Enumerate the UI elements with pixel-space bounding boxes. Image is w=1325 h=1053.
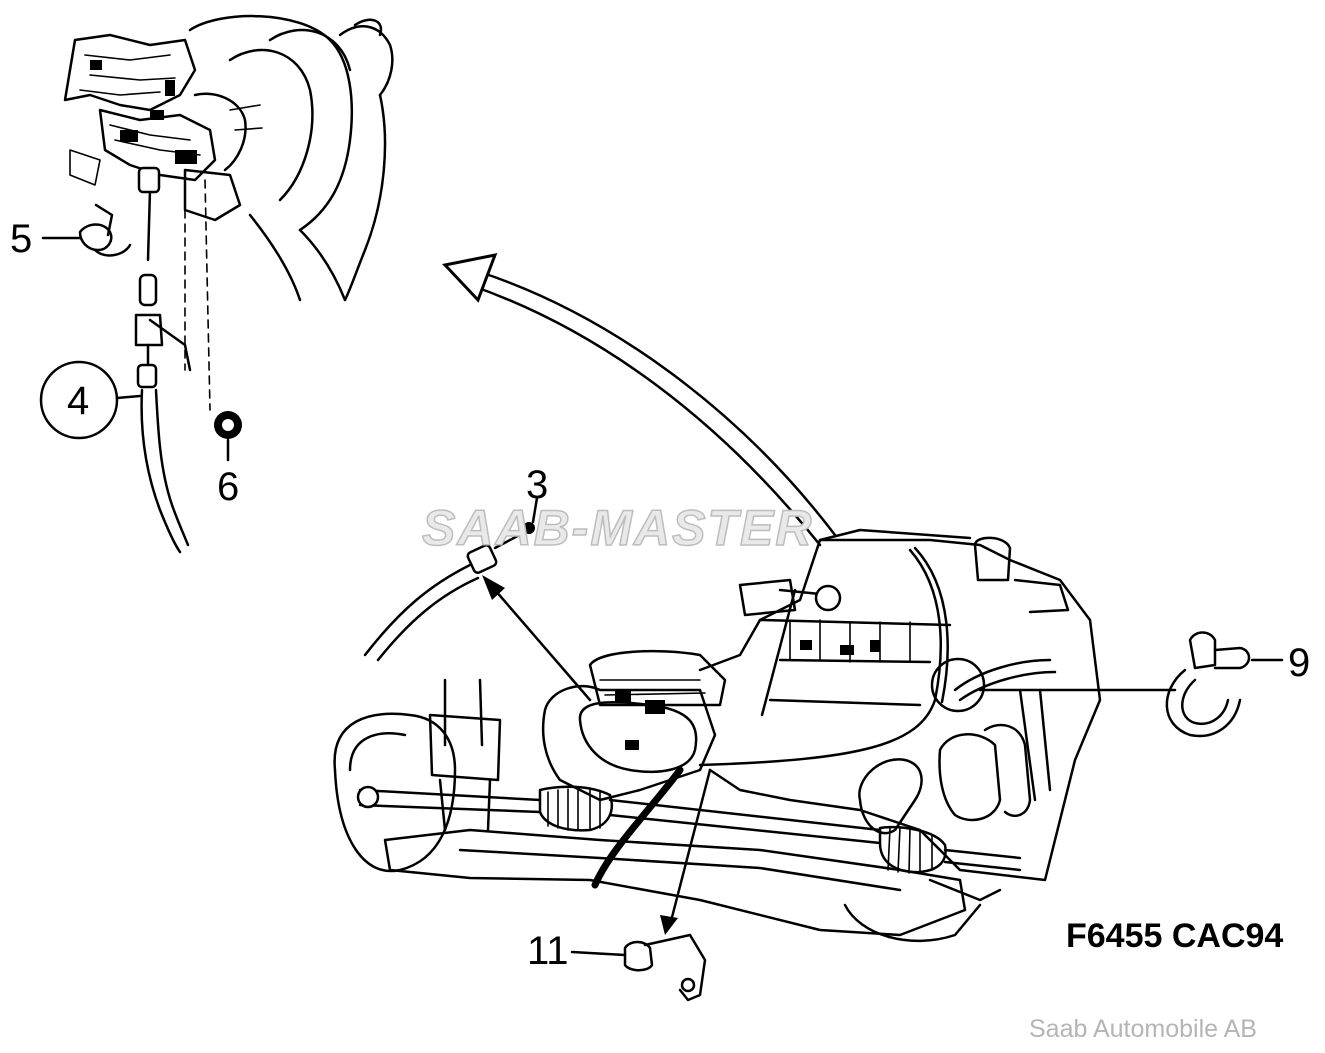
cable-3 (363, 496, 539, 662)
label-part-9: 9 (1288, 641, 1310, 685)
pointer-arrows-main (482, 575, 712, 935)
part-6-nut (214, 411, 242, 462)
label-part-4: 4 (67, 379, 89, 423)
figure-code: F6455 CAC94 (1066, 917, 1283, 955)
part-11-bracket (570, 933, 707, 1002)
watermark: SAAB-MASTER (422, 500, 813, 556)
label-part-3: 3 (526, 463, 548, 507)
pointer-arrow (442, 252, 837, 547)
leader-4 (115, 394, 142, 400)
detail-engine-illustration (63, 14, 394, 302)
engine-assembly-illustration (333, 528, 1177, 943)
label-part-6: 6 (217, 465, 239, 509)
part-9-clamp (1165, 631, 1284, 738)
cable-4 (134, 166, 211, 554)
part-5-clip (41, 203, 132, 257)
callout-circle-4 (39, 360, 119, 440)
label-part-5: 5 (10, 217, 32, 261)
copyright-text: Saab Automobile AB (1029, 1015, 1257, 1043)
label-part-11: 11 (527, 929, 569, 973)
